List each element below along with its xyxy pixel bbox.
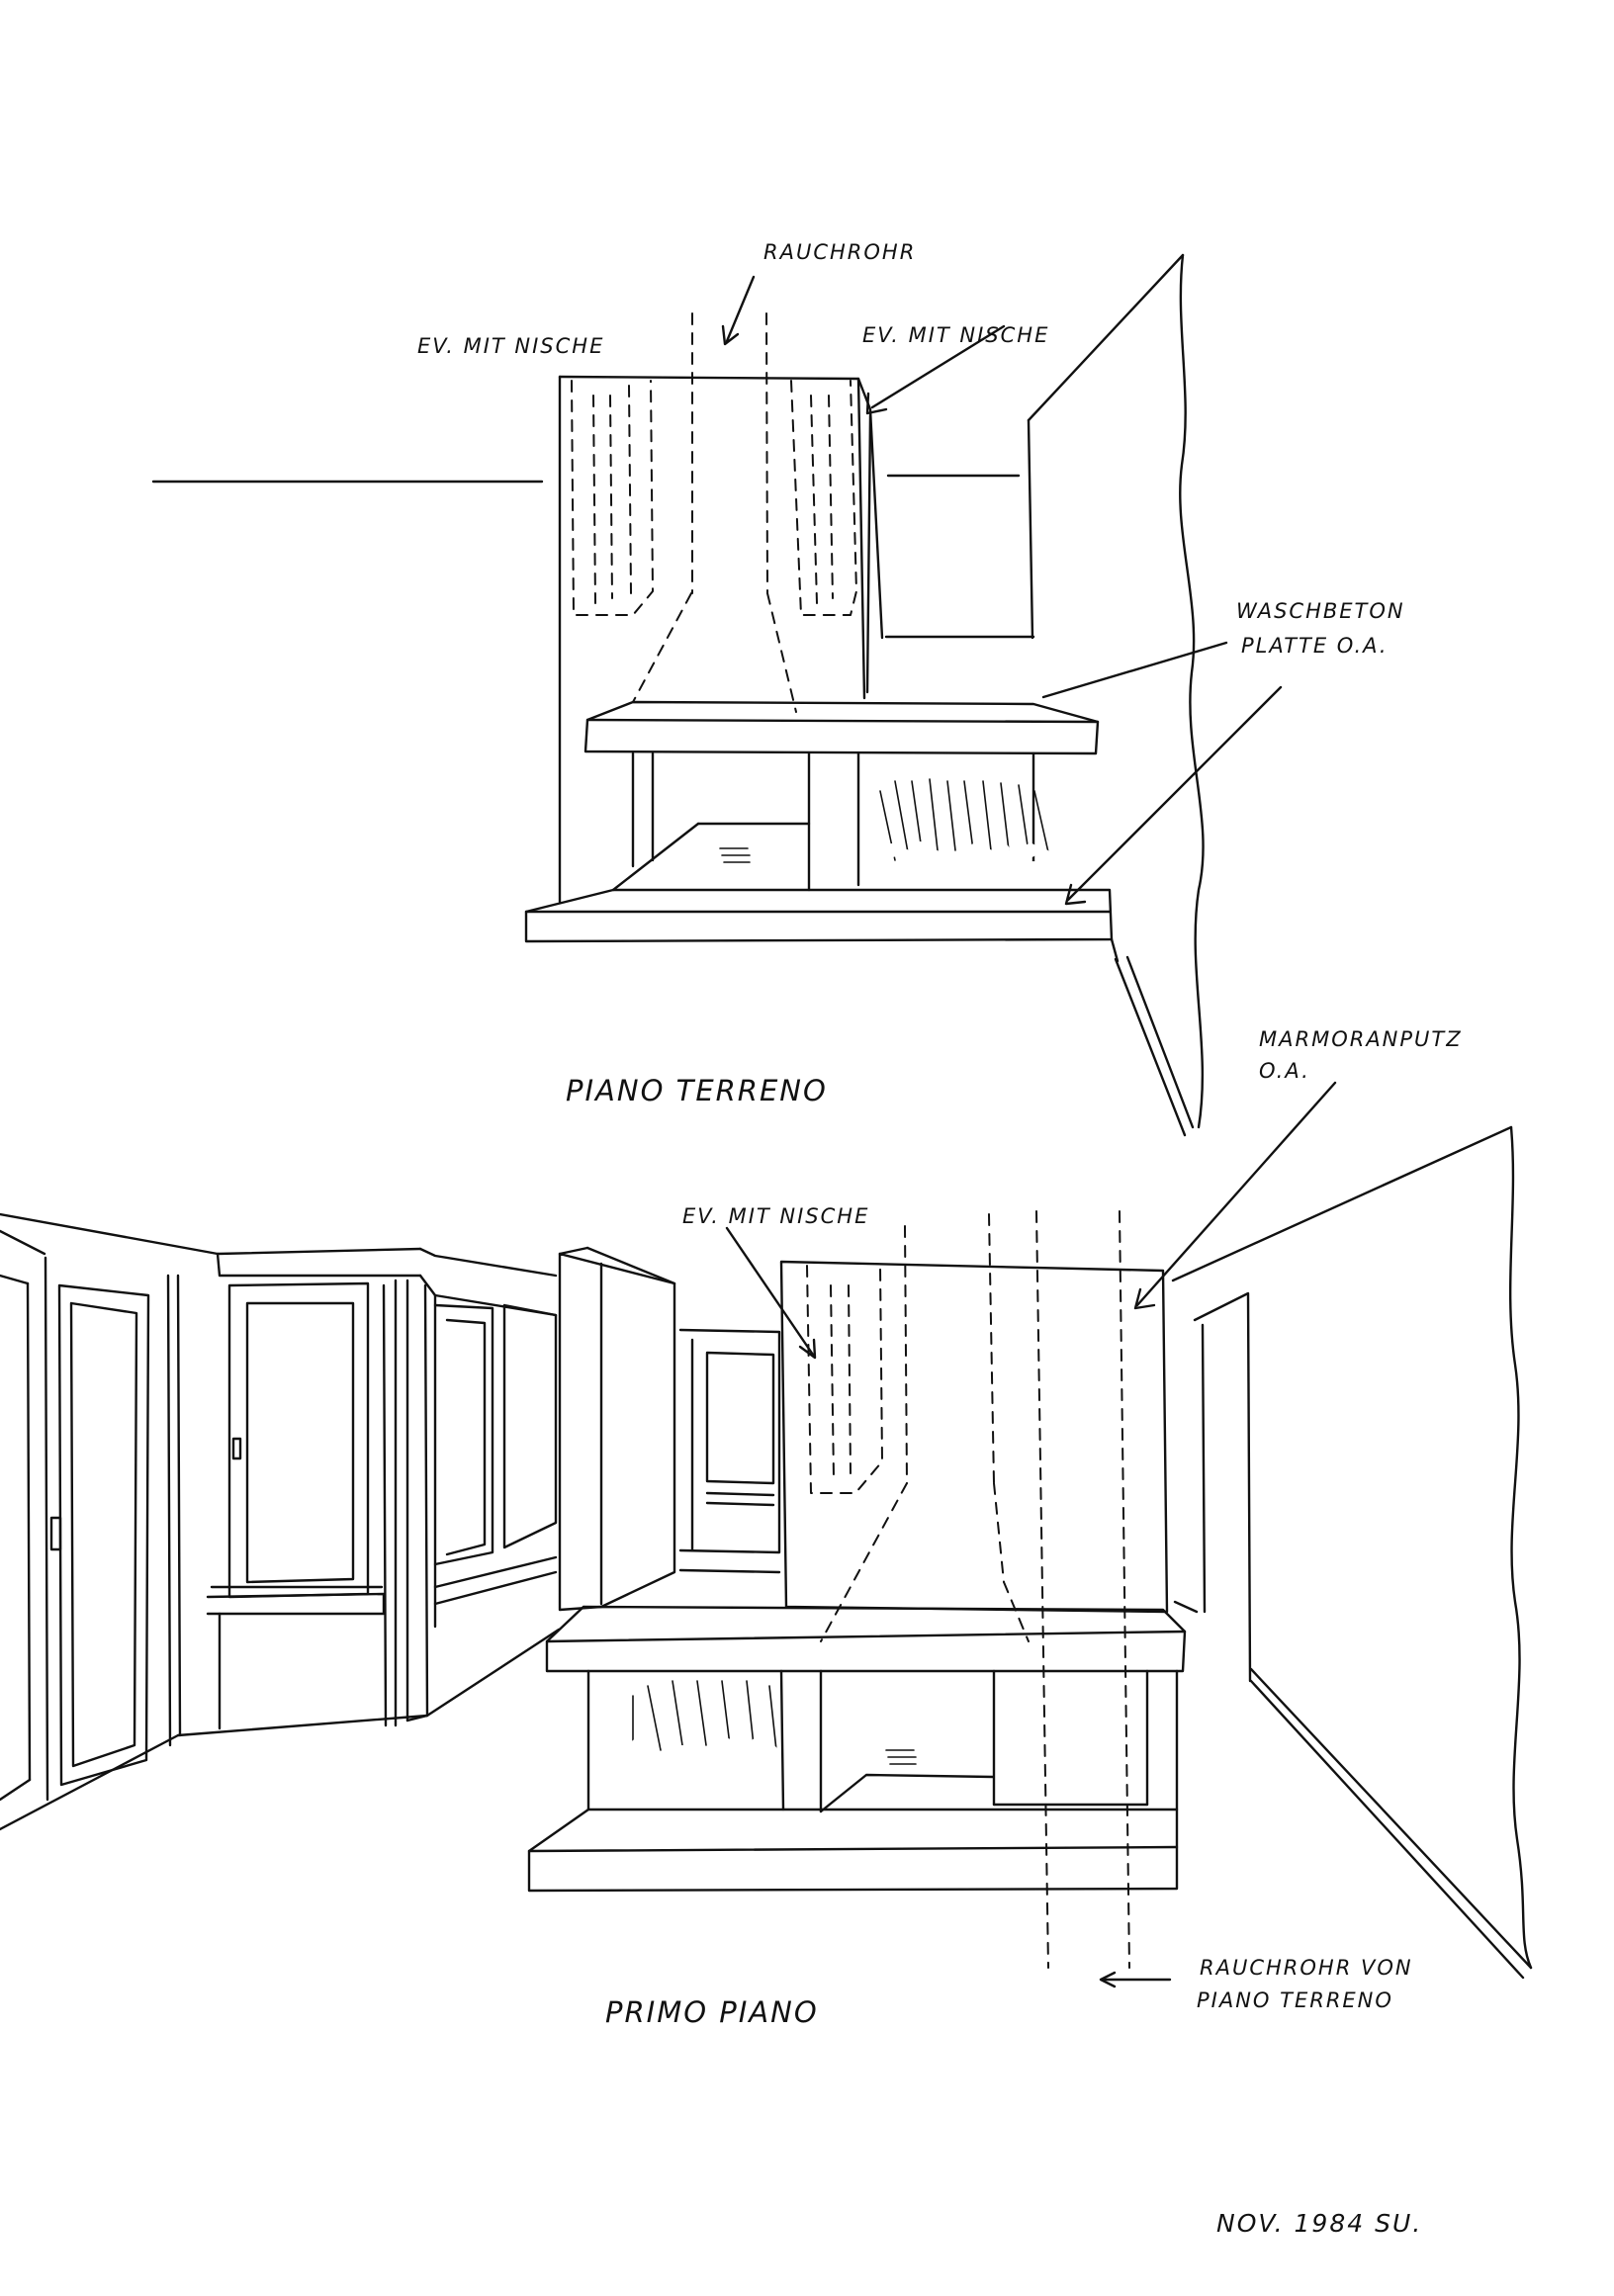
label-primo-piano: PRIMO PIANO [605,1995,819,2029]
label-piano-terreno: PIANO TERRENO [566,1074,828,1107]
smoke-pipe-from-ground-floor [1035,1210,1130,1969]
corner-wall-top [884,253,1205,1129]
firewood-pile-bottom [631,1680,778,1774]
niche-left-dashed [571,380,654,616]
niche-bottom-dashed [806,1265,883,1494]
hearth-slab-lower-bottom [527,1808,1179,1893]
label-rauchrohr-von-line2: PIANO TERRENO [1197,1988,1393,2012]
signature-date: NOV. 1984 SU. [1216,2209,1422,2238]
label-marmoran-line1: MARMORANPUTZ [1259,1027,1463,1051]
chimney-hood-dashed [632,312,797,713]
right-room-wall [1171,1125,1533,1980]
sketch-piano-terreno [151,253,1283,1137]
hearth-slab-upper [583,700,1100,755]
niche-right-dashed [790,380,857,616]
label-waschbeton-line1: WASCHBETON [1236,599,1405,623]
label-waschbeton-line2: PLATTE O.A. [1241,634,1389,658]
label-rauchrohr: RAUCHROHR [763,240,916,264]
firebox-floor-top [611,822,811,892]
hearth-slab-upper-bottom [545,1605,1187,1673]
label-nische-right-top: EV. MIT NISCHE [862,323,1049,347]
chimney-breast-bottom [779,1260,1169,1614]
hearth-slab-lower [524,888,1120,963]
chimney-hood-dashed-bottom [820,1213,1030,1642]
firewood-pile-top [871,778,1070,877]
sketch-primo-piano [0,1081,1533,1988]
label-rauchrohr-von-line1: RAUCHROHR VON [1200,1956,1413,1980]
window-left [206,1281,388,1730]
partition-panel [558,1246,676,1612]
hearth-supports-bottom [586,1669,1179,1813]
annotation-labels: RAUCHROHR EV. MIT NISCHE EV. MIT NISCHE … [417,240,1463,2238]
background-window [678,1328,781,1574]
chimney-breast [558,375,884,904]
leader-lines-top [721,275,1283,906]
label-nische-bottom: EV. MIT NISCHE [682,1204,869,1228]
label-marmoran-line2: O.A. [1259,1059,1310,1083]
label-nische-left-top: EV. MIT NISCHE [417,334,604,358]
leader-lines-bottom [725,1081,1337,1988]
skirting-board-top [1114,955,1195,1137]
window-corner [394,1279,558,1727]
door-left [0,1256,182,1802]
